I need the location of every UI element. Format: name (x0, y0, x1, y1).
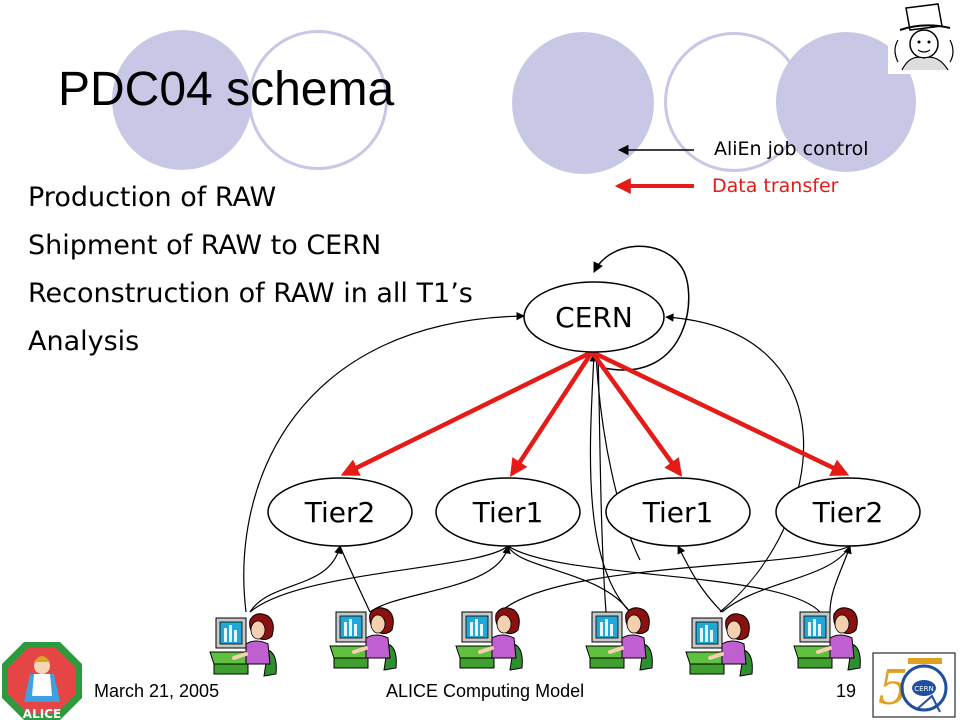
footer-title: ALICE Computing Model (386, 681, 585, 701)
tier-node-3 (605, 477, 751, 547)
tier-node-4 (775, 477, 921, 547)
svg-text:CERN: CERN (914, 685, 933, 693)
control-arrow-user4-tier1-left (507, 545, 631, 613)
tier-node-1 (267, 477, 413, 547)
tier-node-3-label: Tier1 (642, 496, 714, 529)
user-at-computer-icon (328, 605, 399, 672)
user-at-computer-icon (584, 605, 655, 672)
transfer-arrow-cern-tier1-left (510, 350, 594, 478)
control-arrow-user3-cern (597, 353, 607, 613)
cern-node-label: CERN (555, 301, 633, 334)
decor-circle-2 (248, 30, 388, 170)
user-at-computer-icon (684, 611, 755, 678)
control-arrow-user5-tier2-right (721, 545, 851, 613)
decor-circle-1 (112, 30, 252, 170)
control-arrow-user6-tier2-right (829, 545, 852, 613)
tier-node-2 (435, 477, 581, 547)
control-arrow-user2-tier1-left (369, 545, 511, 613)
control-arrow-user2-tier2-left (339, 545, 371, 613)
bullet-item-3: Reconstruction of RAW in all T1’s (28, 278, 473, 309)
cern-50-logo: 5 CERN (872, 652, 956, 718)
tier-node-2-label: Tier1 (472, 496, 544, 529)
control-arrow-tier1-left-user6 (507, 545, 821, 613)
legend-control-label: AliEn job control (714, 138, 869, 160)
legend-transfer-label: Data transfer (712, 175, 839, 197)
control-arrow-user1-cern (243, 311, 525, 613)
control-arrow-user6-cern (665, 313, 805, 613)
transfer-arrow-cern-tier2-left (340, 349, 593, 477)
cern-node (523, 281, 665, 353)
footer-date: March 21, 2005 (94, 681, 220, 701)
tier-node-4-label: Tier2 (812, 496, 884, 529)
transfer-arrow-cern-tier2-right (591, 349, 850, 477)
control-arrow-user4-cern (589, 353, 631, 613)
user-at-computer-icon (792, 605, 863, 672)
control-arrow-user1-tier1-left (249, 545, 509, 613)
cern-self-loop-arrow (593, 245, 690, 371)
bullet-list: Production of RAW Shipment of RAW to CER… (28, 178, 473, 370)
control-arrow-user1-tier2-left (249, 545, 343, 613)
user-at-computer-icon (454, 605, 525, 672)
svg-text:5: 5 (878, 660, 909, 716)
control-arrow-user3-tier2-right (499, 545, 851, 613)
alice-logo: ALICE (2, 642, 82, 720)
footer-page-number: 19 (836, 681, 857, 701)
tier-node-1-label: Tier2 (304, 496, 376, 529)
transfer-arrow-cern-tier1-right (590, 350, 683, 477)
slide-title: PDC04 schema (58, 63, 395, 116)
user-at-computer-icon (208, 611, 279, 678)
bullet-item-2: Shipment of RAW to CERN (28, 230, 382, 261)
bullet-item-1: Production of RAW (28, 182, 277, 213)
bullet-item-4: Analysis (28, 326, 140, 357)
mad-hatter-illustration (888, 0, 960, 74)
svg-text:ALICE: ALICE (23, 707, 61, 720)
